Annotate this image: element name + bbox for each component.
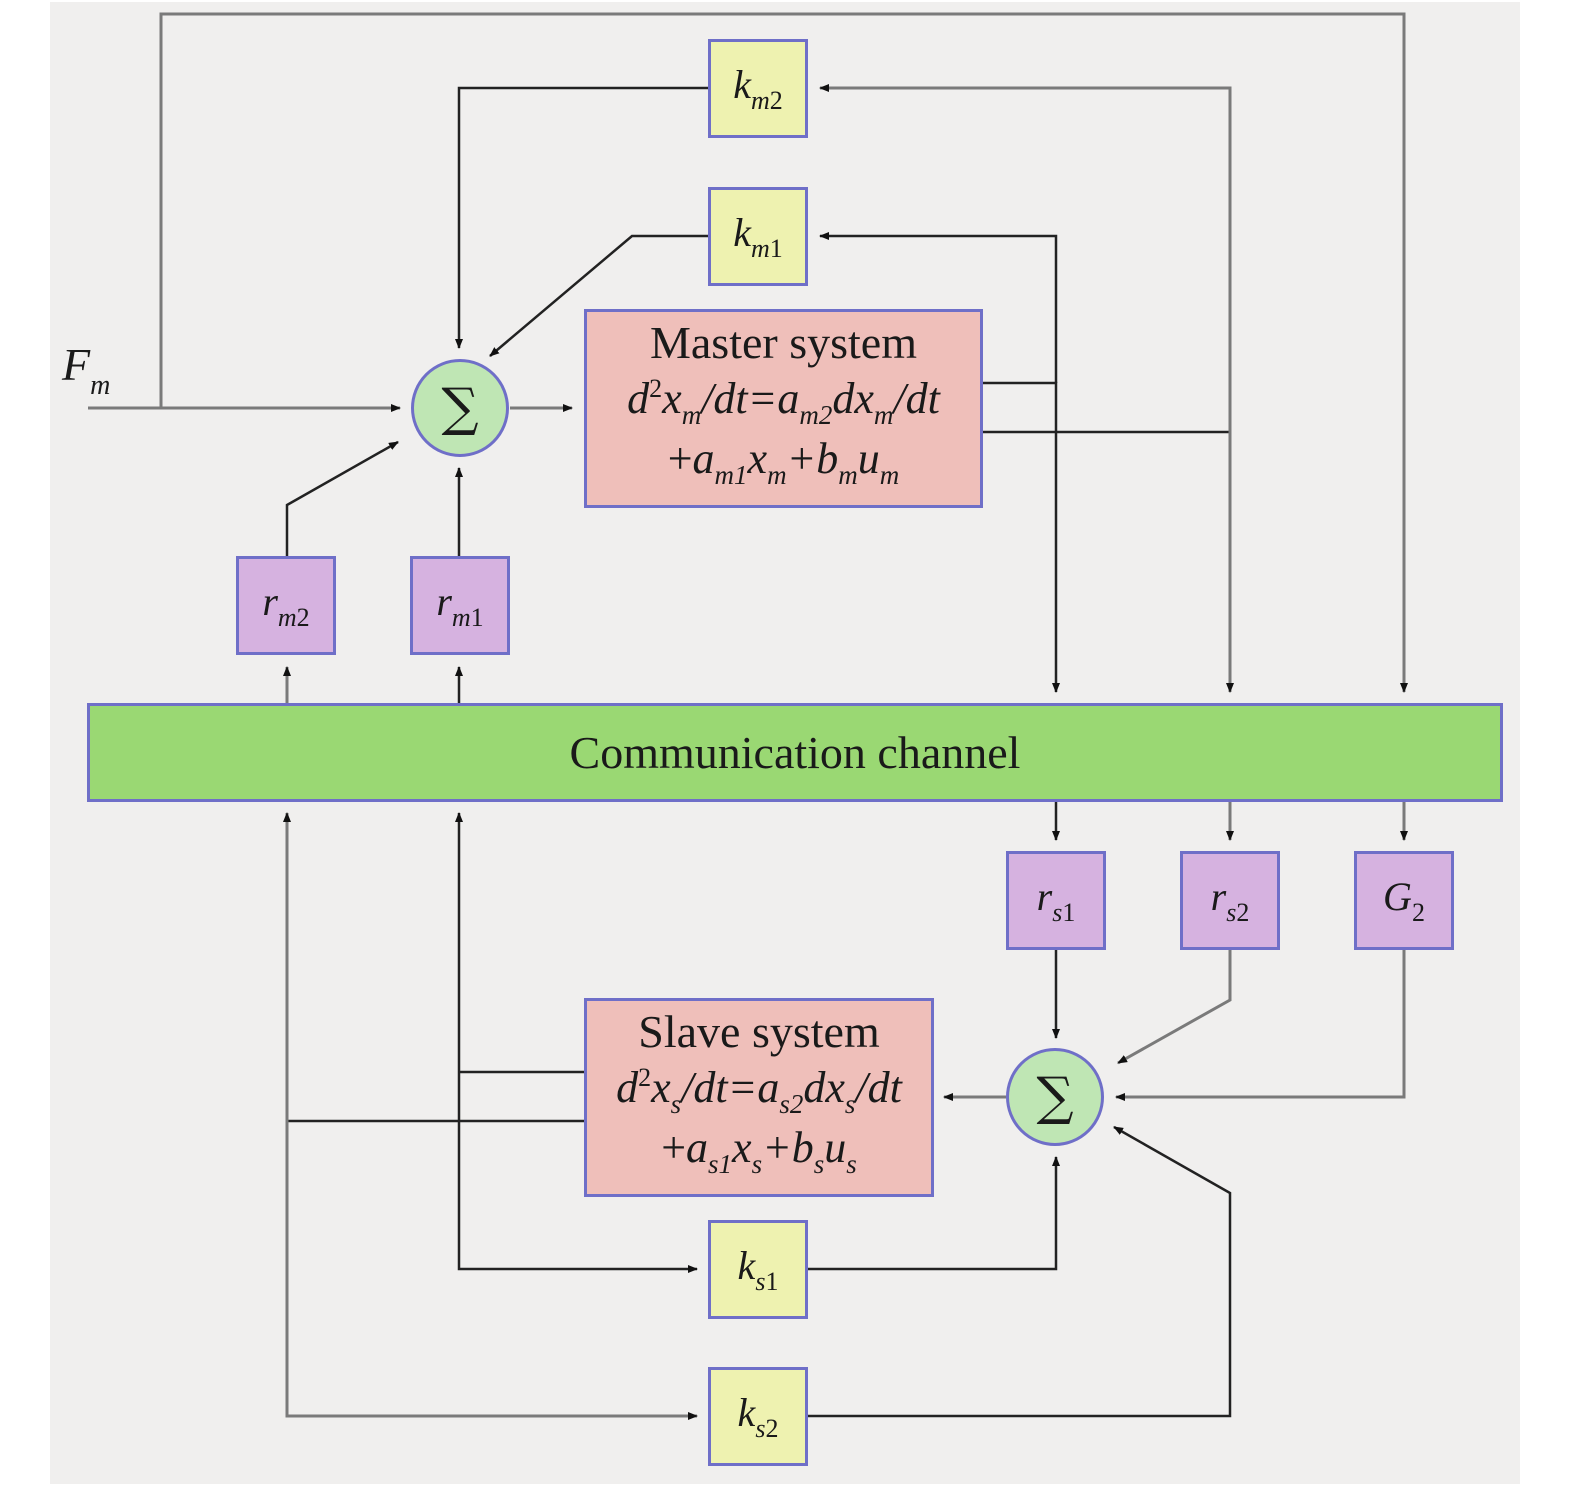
wire-slave-dxs-to-ks2: [285, 1121, 698, 1420]
master-system-equation-line1: d2xm/dt=am2dxm/dt: [627, 374, 940, 430]
gain-block-ks1: ks1: [708, 1220, 808, 1319]
wire-km2-to-sum: [455, 86, 708, 349]
gain-rs2-label: rs2: [1210, 874, 1250, 927]
input-force-label: Fm: [62, 339, 111, 401]
gain-block-rs2: rs2: [1180, 851, 1280, 950]
gain-g2-label: G2: [1383, 874, 1425, 927]
master-system-block: Master system d2xm/dt=am2dxm/dt +am1xm+b…: [584, 309, 983, 508]
gain-block-g2: G2: [1354, 851, 1454, 950]
gain-block-rs1: rs1: [1006, 851, 1106, 950]
wire-master-dxm-to-km2: [819, 84, 1232, 432]
communication-channel: Communication channel: [87, 703, 1503, 802]
wire-ks1-to-sum: [808, 1156, 1060, 1271]
wire-ks2-to-sum: [808, 1125, 1232, 1418]
wire-master-xm-to-km1: [819, 232, 1058, 383]
sum-icon: ∑: [1036, 1067, 1074, 1127]
wire-rs2-to-sum: [1117, 950, 1232, 1065]
slave-summing-junction: ∑: [1006, 1048, 1104, 1146]
communication-channel-label: Communication channel: [569, 727, 1021, 778]
gain-rs1-label: rs1: [1036, 874, 1076, 927]
wire-km1-to-sum: [489, 234, 708, 357]
master-system-equation-line2: +am1xm+bmum: [667, 434, 900, 490]
master-summing-junction: ∑: [411, 359, 509, 457]
wire-rm2-to-sum: [285, 440, 399, 556]
wire-slave-xs-to-ks1: [457, 1072, 698, 1273]
gain-km1-label: km1: [733, 210, 783, 263]
gain-block-ks2: ks2: [708, 1367, 808, 1466]
master-system-title: Master system: [649, 317, 917, 368]
slave-system-title: Slave system: [638, 1006, 880, 1057]
gain-ks2-label: ks2: [737, 1390, 779, 1443]
wire-master-xm-to-channel: [982, 381, 1060, 693]
gain-block-rm2: rm2: [236, 556, 336, 655]
gain-ks1-label: ks1: [737, 1243, 779, 1296]
gain-km2-label: km2: [733, 62, 783, 115]
wire-fm-to-g2: [159, 12, 1408, 693]
wire-g2-to-sum: [1115, 950, 1406, 1101]
gain-block-rm1: rm1: [410, 556, 510, 655]
gain-block-km2: km2: [708, 39, 808, 138]
slave-system-block: Slave system d2xs/dt=as2dxs/dt +as1xs+bs…: [584, 998, 934, 1197]
gain-block-km1: km1: [708, 187, 808, 286]
slave-system-equation-line2: +as1xs+bsus: [661, 1123, 857, 1179]
gain-rm1-label: rm1: [436, 579, 484, 632]
slave-system-equation-line1: d2xs/dt=as2dxs/dt: [616, 1063, 902, 1119]
gain-rm2-label: rm2: [262, 579, 310, 632]
sum-icon: ∑: [441, 378, 479, 438]
